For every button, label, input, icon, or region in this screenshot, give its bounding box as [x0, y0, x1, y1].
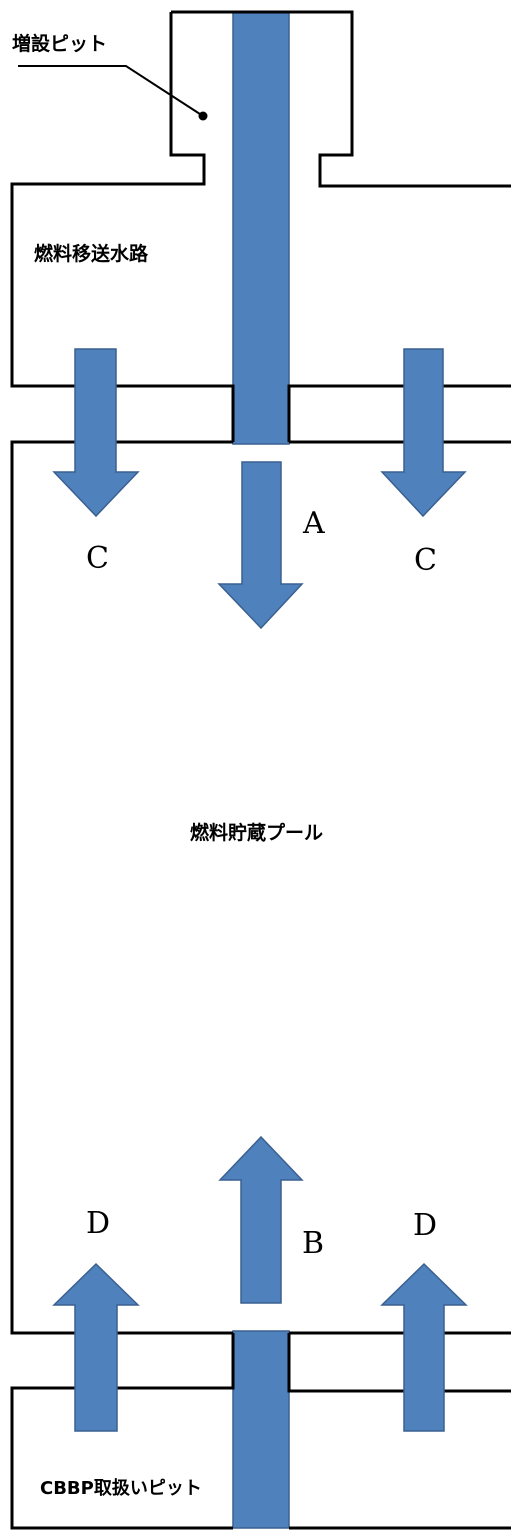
upper-water-column [232, 11, 290, 445]
arrow-d-right-up [380, 1262, 468, 1432]
storage-pool-label: 燃料貯蔵プール [190, 821, 323, 844]
lower-water-column [232, 1330, 290, 1529]
extension-pit-wall [171, 10, 511, 188]
arrow-d-left-up [52, 1262, 140, 1432]
arrow-a-down [217, 461, 304, 630]
transfer-channel-label: 燃料移送水路 [34, 242, 149, 265]
storage-pool-wall [10, 440, 511, 1335]
arrow-c-left-down [52, 348, 140, 518]
flow-label-b: B [302, 1226, 324, 1261]
extension-pit-leader-line [18, 65, 204, 117]
flow-label-d-right: D [413, 1208, 437, 1243]
extension-pit-label: 増設ピット [12, 32, 107, 55]
arrow-b-up [218, 1135, 304, 1304]
extension-pit-leader-dot [198, 111, 208, 121]
flow-label-c-left: C [86, 541, 109, 576]
transfer-channel-floor-right [287, 384, 511, 442]
arrow-c-right-down [380, 348, 467, 518]
extension-pit-wall-left [10, 12, 235, 442]
flow-label-c-right: C [414, 543, 437, 578]
flow-label-d-left: D [86, 1206, 110, 1241]
flow-label-a: A [302, 506, 325, 541]
cbbp-pit-label: CBBP取扱いピット [40, 1478, 202, 1499]
